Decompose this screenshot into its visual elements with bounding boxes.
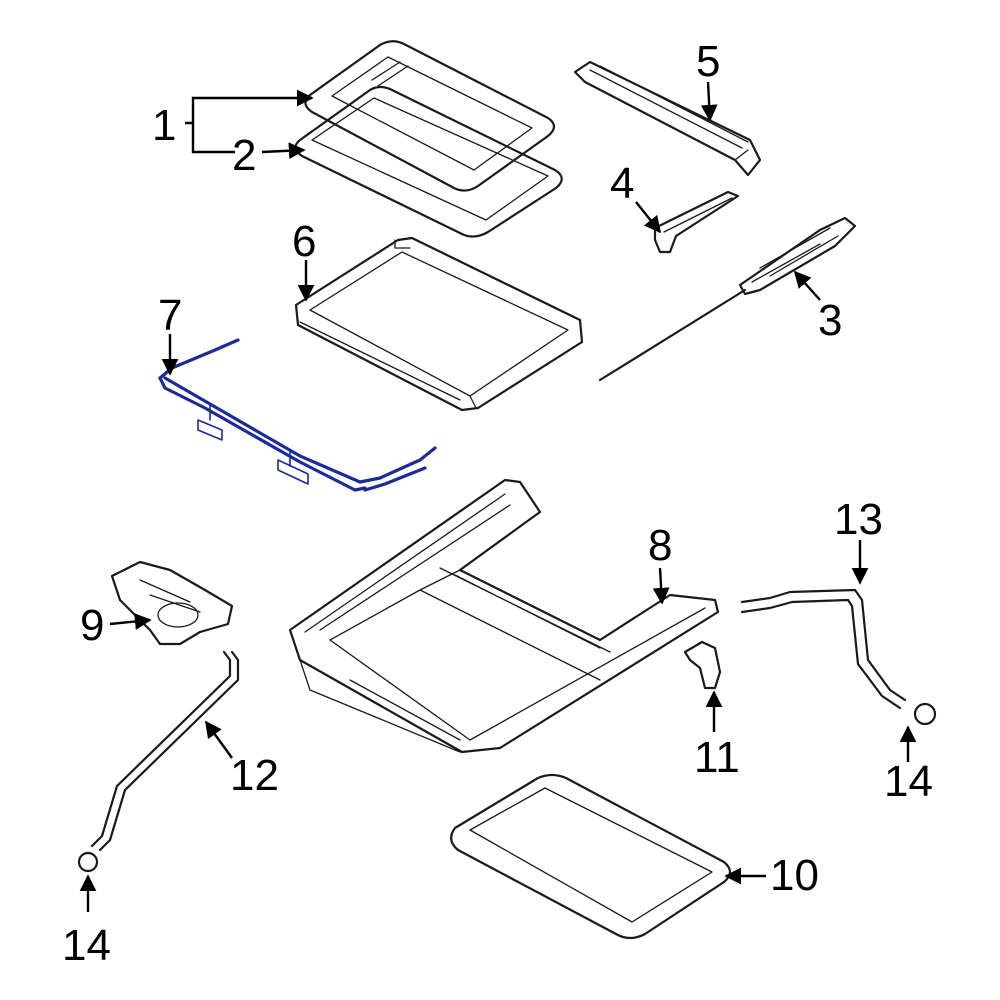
sunshade-part — [294, 236, 584, 412]
main-frame-part — [288, 478, 720, 754]
drive-cable-part — [598, 216, 857, 382]
callout-1: 1 — [152, 101, 176, 150]
right-drain-hose-part — [740, 588, 937, 726]
callout-6: 6 — [292, 217, 316, 266]
callout-13: 13 — [834, 495, 883, 544]
callout-11: 11 — [694, 733, 740, 782]
callout-4: 4 — [610, 159, 634, 208]
callout-10: 10 — [770, 851, 819, 900]
callout-2: 2 — [232, 131, 256, 180]
trim-ring-part — [450, 773, 732, 940]
bracket-part — [653, 190, 740, 254]
front-rail-part — [573, 60, 762, 177]
callout-leaders — [79, 81, 917, 912]
callout-labels: 1 2 3 4 5 6 7 8 9 10 11 12 13 14 14 — [62, 37, 933, 970]
callout-14-left: 14 — [62, 921, 111, 970]
callout-9: 9 — [80, 601, 104, 650]
glass-panel-part — [304, 40, 556, 192]
panel-seal-part — [294, 85, 563, 238]
highlighted-guide-frame-part — [158, 338, 437, 492]
clip-bracket-part — [683, 640, 722, 690]
callout-12: 12 — [230, 751, 279, 800]
callout-5: 5 — [696, 37, 720, 86]
callout-7: 7 — [158, 291, 182, 340]
callout-8: 8 — [648, 521, 672, 570]
callout-3: 3 — [818, 296, 842, 345]
left-drain-hose-part — [77, 650, 240, 873]
callout-14-right: 14 — [884, 757, 933, 806]
motor-part — [110, 560, 234, 646]
